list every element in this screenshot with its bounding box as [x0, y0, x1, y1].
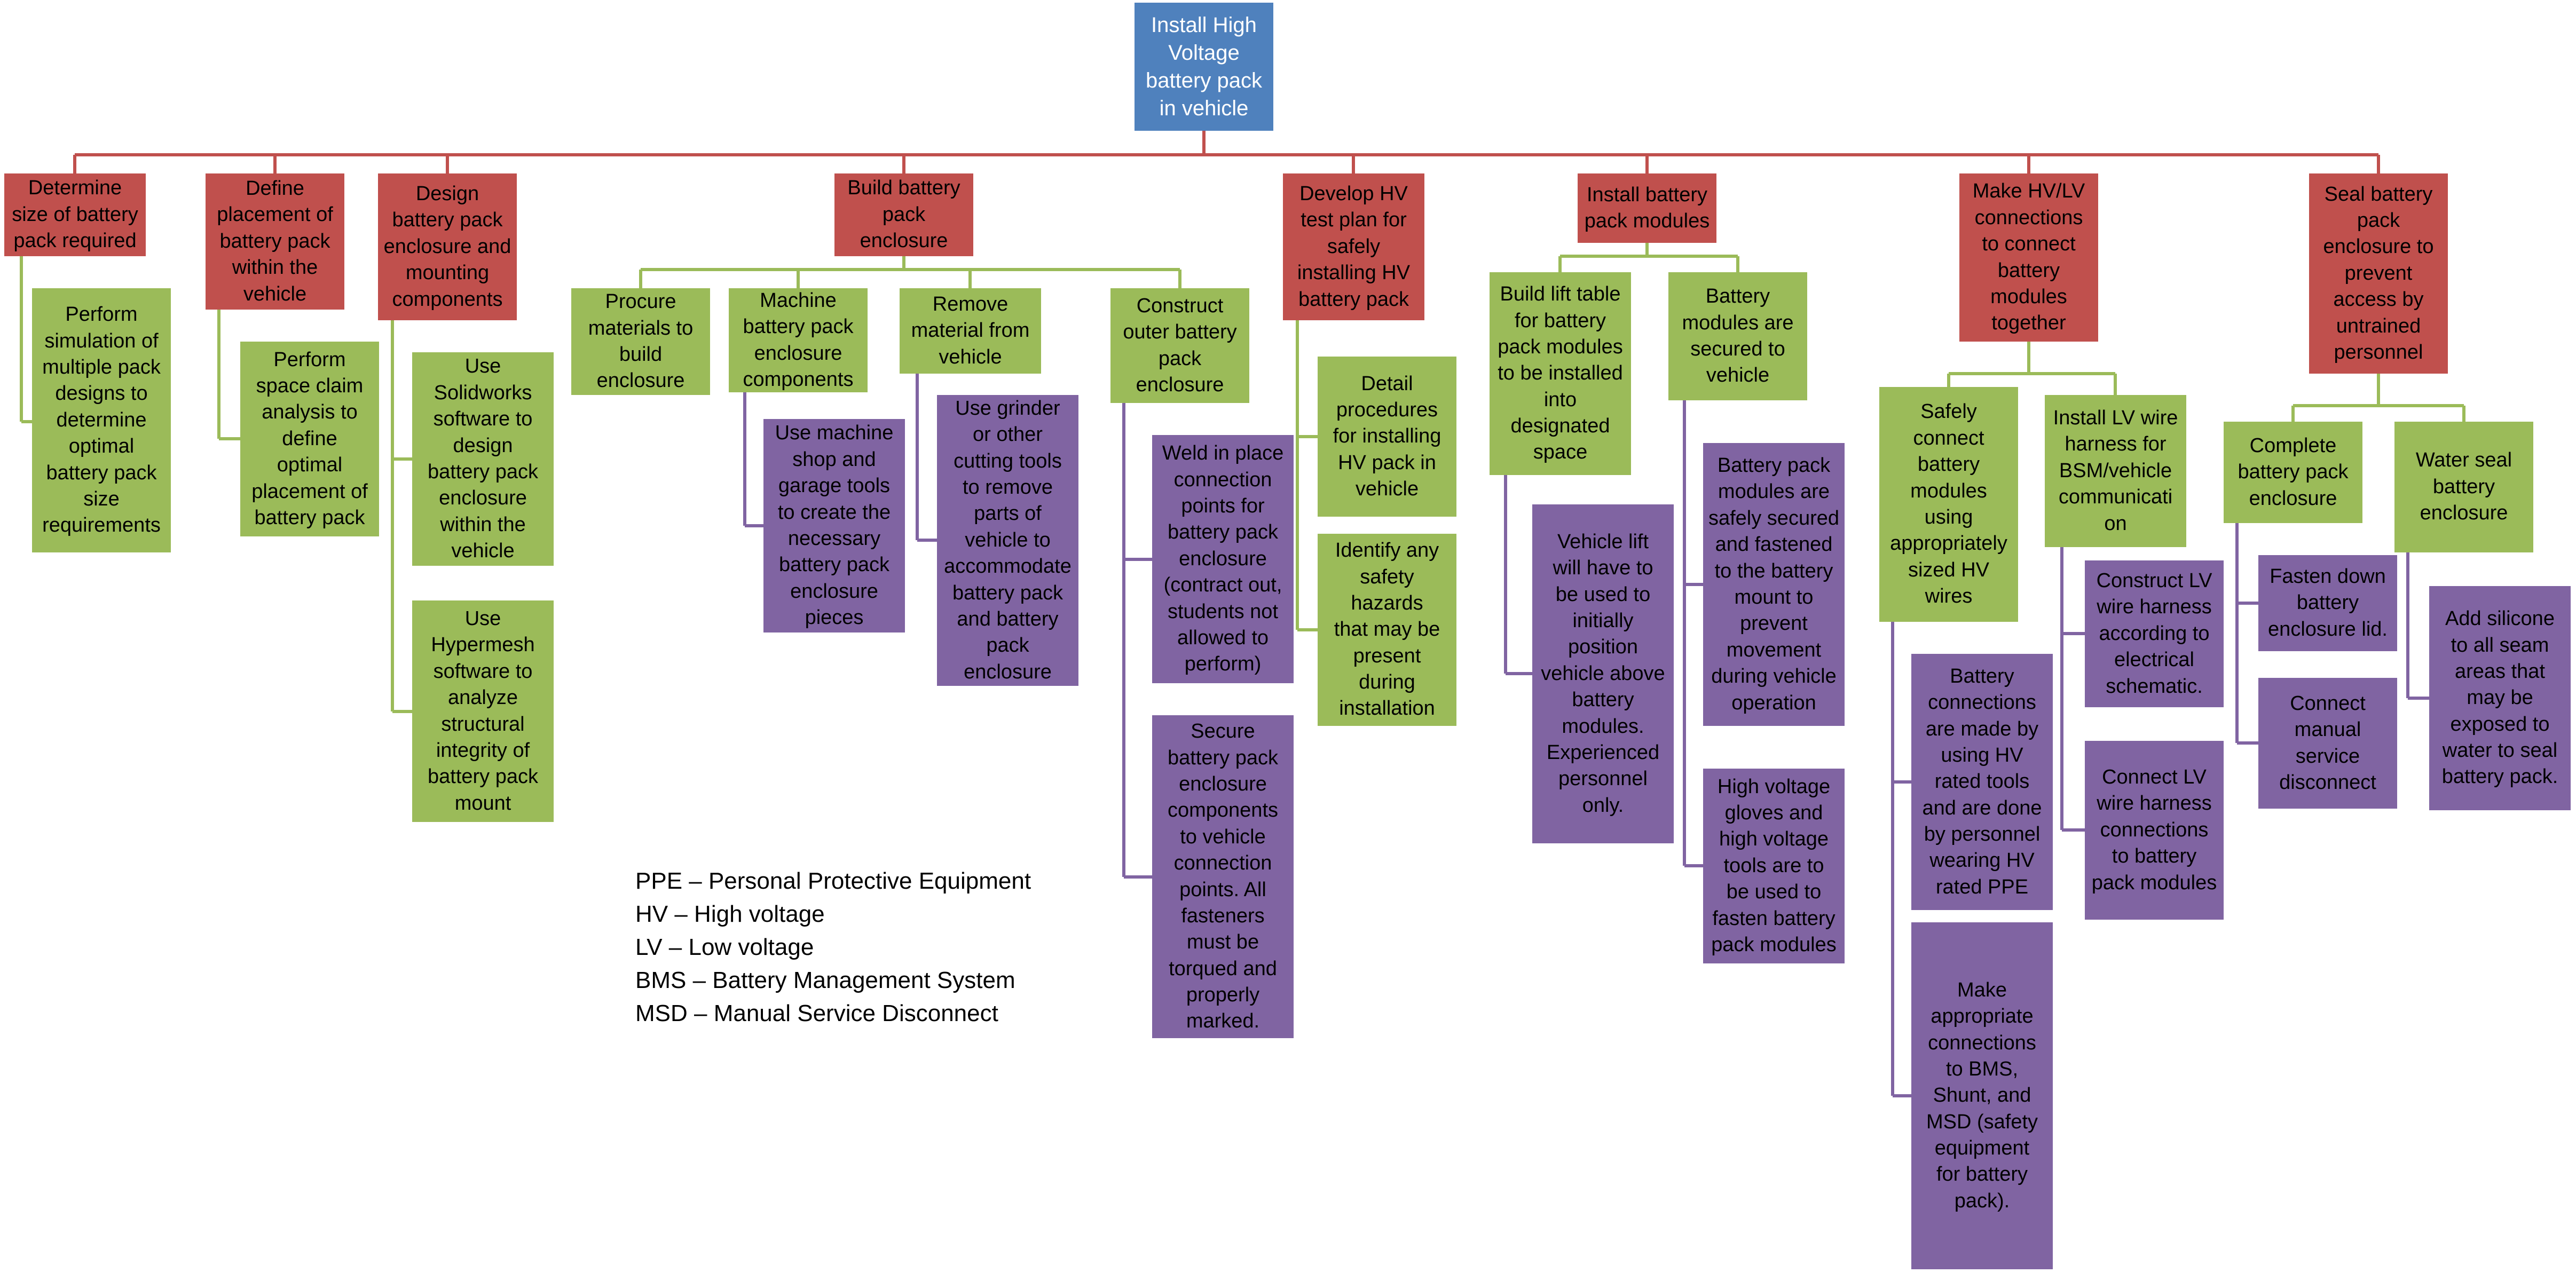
subtask-simulation: Perform simulation of multiple pack desi…: [32, 288, 171, 552]
subtask-connect-modules: Safely connect battery modules using app…: [1879, 387, 2018, 622]
task-seal-enclosure: Seal battery pack enclosure to prevent a…: [2309, 173, 2448, 374]
task-determine-size: Determine size of battery pack required: [4, 173, 146, 256]
detail-grinder-tools: Use grinder or other cutting tools to re…: [937, 395, 1078, 686]
task-build-enclosure: Build battery pack enclosure: [834, 173, 973, 256]
detail-hv-gloves: High voltage gloves and high voltage too…: [1703, 769, 1845, 963]
legend-item-bms: BMS – Battery Management System: [635, 967, 1015, 993]
subtask-solidworks: Use Solidworks software to design batter…: [412, 352, 554, 566]
task-hv-test-plan: Develop HV test plan for safely installi…: [1283, 173, 1424, 320]
detail-modules-fastened: Battery pack modules are safely secured …: [1703, 443, 1845, 726]
detail-add-silicone: Add silicone to all seam areas that may …: [2429, 586, 2571, 810]
detail-battery-connections: Battery connections are made by using HV…: [1911, 654, 2053, 910]
subtask-hypermesh: Use Hypermesh software to analyze struct…: [412, 600, 554, 822]
task-hv-lv-connections: Make HV/LV connections to connect batter…: [1959, 173, 2098, 342]
detail-vehicle-lift: Vehicle lift will have to be used to ini…: [1532, 504, 1674, 843]
legend-item-hv: HV – High voltage: [635, 901, 825, 927]
detail-manual-service-disconnect: Connect manual service disconnect: [2258, 678, 2397, 809]
subtask-procure-materials: Procure materials to build enclosure: [571, 288, 710, 395]
subtask-remove-material: Remove material from vehicle: [900, 288, 1041, 374]
root-node: Install High Voltage battery pack in veh…: [1135, 3, 1273, 131]
detail-fasten-lid: Fasten down battery enclosure lid.: [2258, 555, 2397, 651]
subtask-identify-hazards: Identify any safety hazards that may be …: [1318, 534, 1456, 726]
subtask-build-lift-table: Build lift table for battery pack module…: [1490, 272, 1631, 475]
legend-item-ppe: PPE – Personal Protective Equipment: [635, 868, 1031, 894]
subtask-construct-outer: Construct outer battery pack enclosure: [1110, 288, 1249, 403]
abbreviation-legend: PPE – Personal Protective Equipment HV –…: [635, 865, 1031, 1030]
task-define-placement: Define placement of battery pack within …: [206, 173, 344, 310]
subtask-lv-wire-harness: Install LV wire harness for BSM/vehicle …: [2045, 395, 2186, 547]
subtask-space-claim: Perform space claim analysis to define o…: [240, 342, 379, 536]
detail-weld-connection-points: Weld in place connection points for batt…: [1152, 435, 1294, 683]
detail-connect-lv-harness: Connect LV wire harness connections to b…: [2085, 741, 2224, 920]
subtask-modules-secured: Battery modules are secured to vehicle: [1668, 272, 1807, 400]
legend-item-lv: LV – Low voltage: [635, 934, 814, 960]
legend-item-msd: MSD – Manual Service Disconnect: [635, 1000, 998, 1026]
detail-secure-enclosure: Secure battery pack enclosure components…: [1152, 715, 1294, 1038]
task-design-enclosure: Design battery pack enclosure and mounti…: [378, 173, 517, 320]
subtask-detail-procedures: Detail procedures for installing HV pack…: [1318, 357, 1456, 517]
detail-bms-shunt-msd: Make appropriate connections to BMS, Shu…: [1911, 922, 2053, 1269]
task-install-modules: Install battery pack modules: [1578, 173, 1716, 243]
detail-construct-lv-harness: Construct LV wire harness according to e…: [2085, 560, 2224, 707]
subtask-complete-enclosure: Complete battery pack enclosure: [2224, 422, 2362, 523]
subtask-machine-components: Machine battery pack enclosure component…: [729, 288, 868, 392]
detail-machine-shop-tools: Use machine shop and garage tools to cre…: [763, 419, 905, 632]
subtask-water-seal: Water seal battery enclosure: [2394, 422, 2533, 552]
